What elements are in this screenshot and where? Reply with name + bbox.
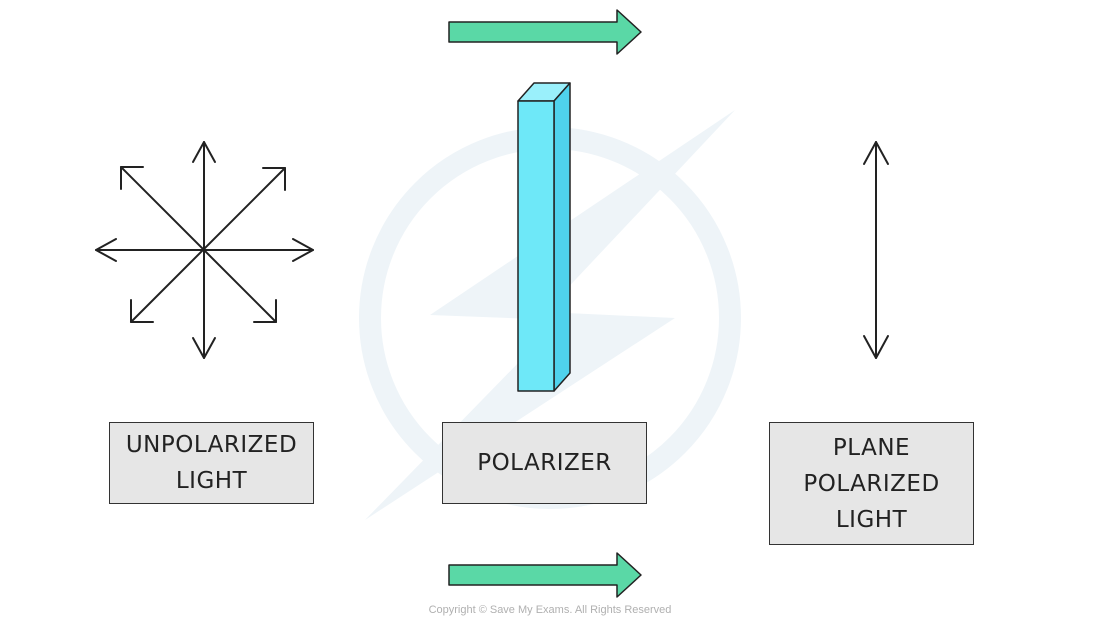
- unpolarized-light-label: UNPOLARIZED LIGHT: [109, 422, 314, 504]
- polarizer-label: POLARIZER: [442, 422, 647, 504]
- label-line: POLARIZER: [477, 450, 612, 476]
- polarizer-slab-icon: [517, 82, 571, 392]
- plane-polarized-light-label: PLANE POLARIZED LIGHT: [769, 422, 974, 545]
- label-line: POLARIZED: [803, 470, 940, 497]
- label-line: PLANE: [832, 434, 911, 461]
- plane-polarized-light-icon: [863, 141, 889, 359]
- copyright-text: Copyright © Save My Exams. All Rights Re…: [428, 604, 672, 616]
- label-line: LIGHT: [835, 506, 908, 533]
- propagation-arrow-bottom-icon: [448, 552, 642, 598]
- unpolarized-light-icon: [95, 141, 314, 359]
- propagation-arrow-top-icon: [448, 9, 642, 55]
- label-line: UNPOLARIZED: [125, 432, 298, 458]
- label-line: LIGHT: [175, 468, 248, 494]
